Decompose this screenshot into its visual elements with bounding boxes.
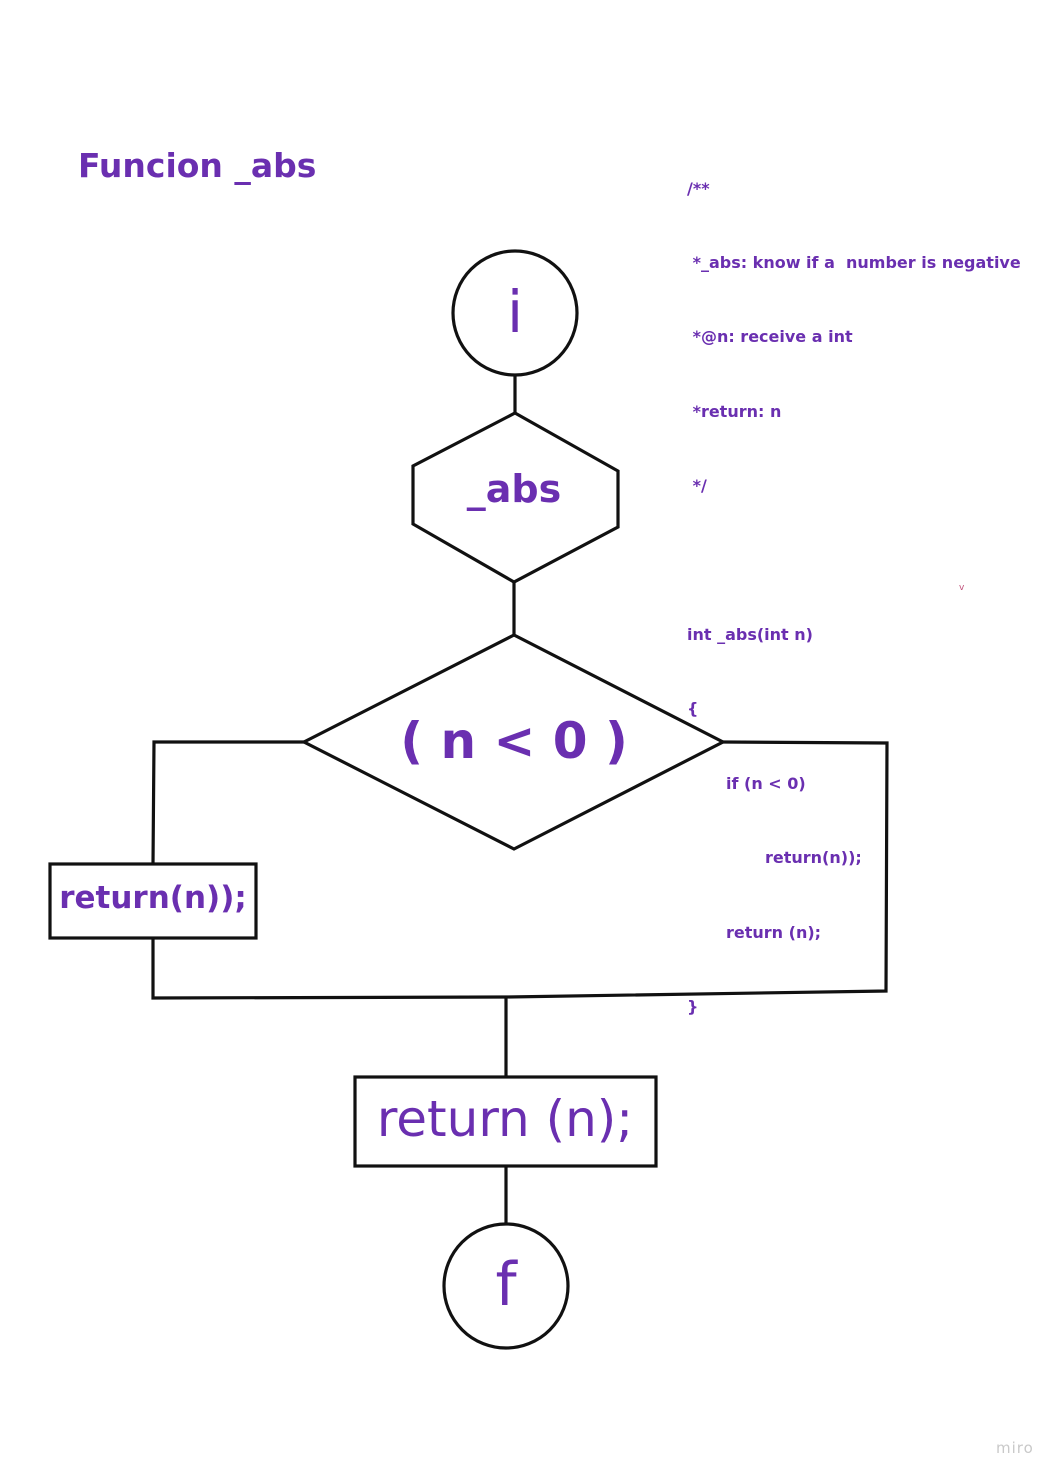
code-line: *_abs: know if a number is negative: [687, 252, 1021, 272]
code-line: if (n < 0): [687, 773, 806, 793]
code-line: *@n: receive a int: [687, 327, 853, 347]
condition-node: ( n < 0 ): [300, 633, 727, 851]
connector-condition-true: [151, 740, 304, 865]
function-node: _abs: [411, 411, 620, 584]
branch-return-label: return(n));: [59, 880, 247, 916]
code-line: return(n));: [687, 848, 862, 868]
connector-branch-merge: [151, 938, 507, 1000]
code-line: *return: n: [687, 401, 782, 421]
connector-condition-false: [505, 740, 889, 999]
code-line: return (n);: [687, 922, 822, 942]
miro-watermark: miro: [996, 1439, 1034, 1457]
code-line: }: [687, 996, 699, 1016]
final-return-label: return (n);: [377, 1090, 633, 1148]
code-line: */: [687, 476, 707, 496]
start-node: i: [451, 249, 579, 377]
code-block: /** *_abs: know if a number is negative …: [687, 127, 1021, 1044]
start-label: i: [507, 278, 523, 346]
start-circle: [451, 249, 579, 377]
condition-label: ( n < 0 ): [400, 712, 628, 770]
end-node: f: [442, 1222, 570, 1350]
branch-return-box: [48, 862, 258, 940]
diagram-title: Funcion _abs: [78, 146, 317, 185]
function-hexagon: [411, 411, 620, 584]
end-circle: [442, 1222, 570, 1350]
end-label: f: [495, 1250, 518, 1320]
branch-return-node: return(n));: [48, 862, 258, 940]
code-line: int _abs(int n): [687, 624, 813, 644]
code-line: /**: [687, 178, 710, 198]
final-return-box: [353, 1075, 658, 1168]
condition-diamond: [300, 633, 727, 851]
final-return-node: return (n);: [353, 1075, 658, 1168]
function-label: _abs: [467, 467, 561, 511]
code-line: {: [687, 699, 699, 719]
stray-mark: v: [959, 583, 965, 593]
